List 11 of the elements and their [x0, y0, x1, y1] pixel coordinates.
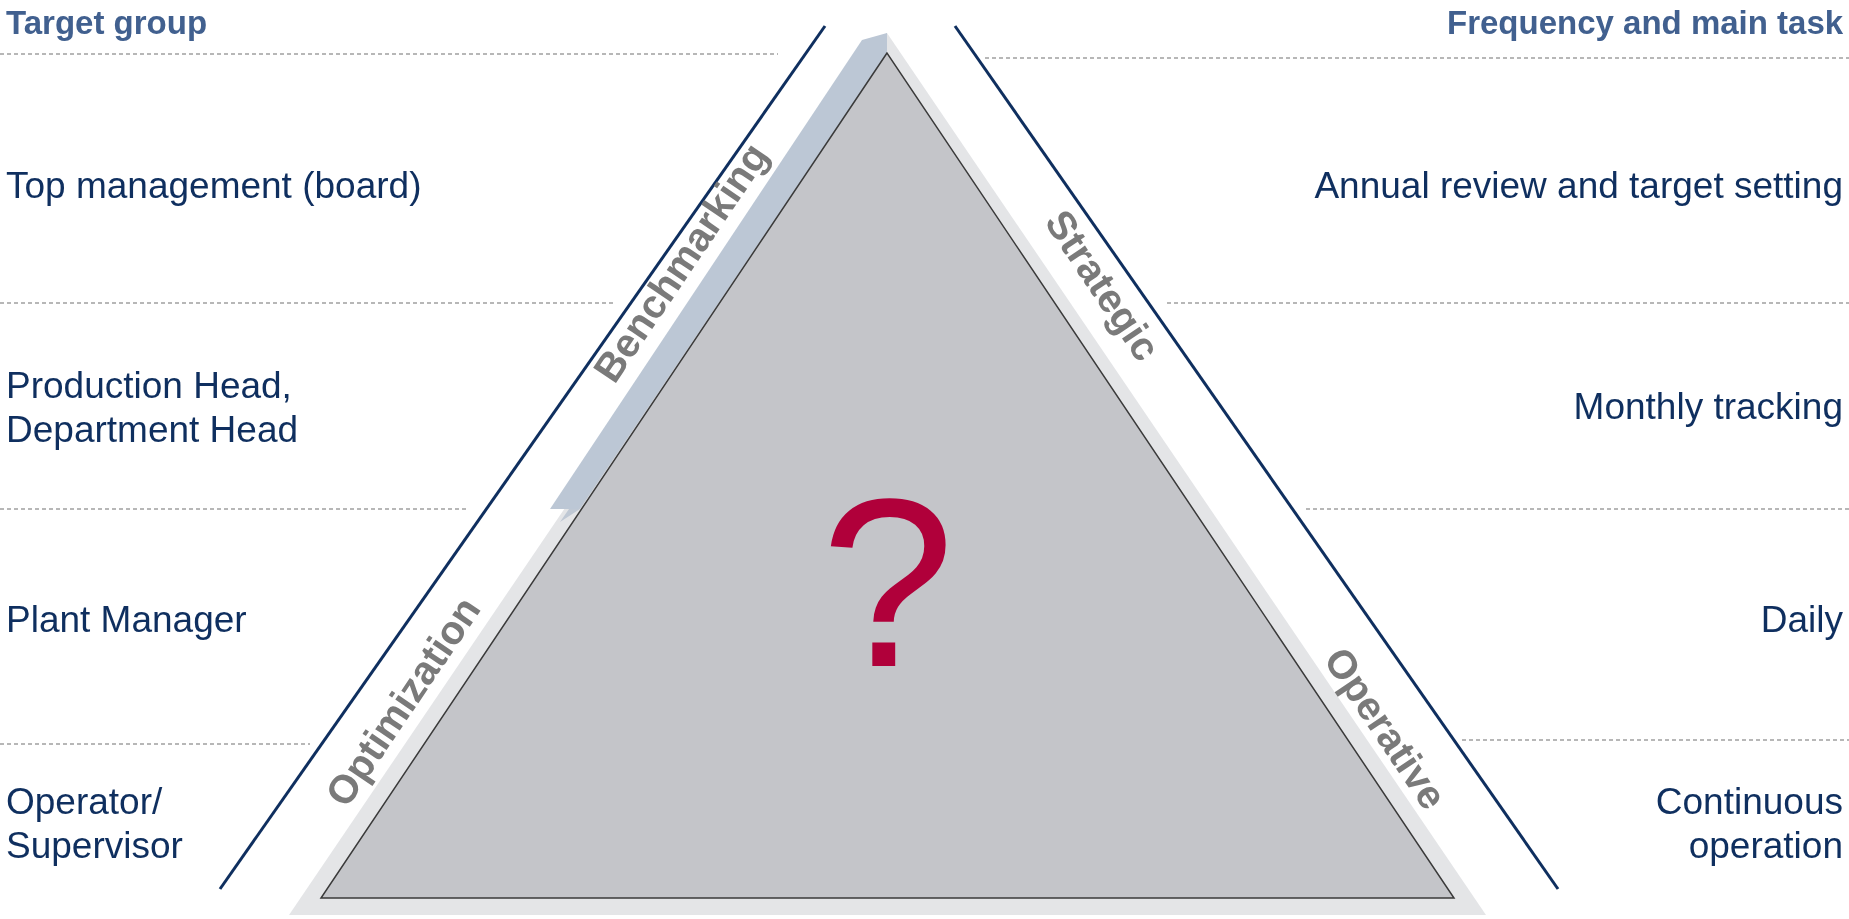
row-label: Production Head, Department Head	[6, 364, 300, 452]
column-heading: Frequency and main task	[1447, 4, 1844, 42]
row-label: Continuous operation	[1654, 780, 1843, 868]
row-label: Annual review and target setting	[1313, 164, 1843, 208]
row-label: Daily	[1759, 598, 1843, 642]
row-label: Operator/ Supervisor	[6, 780, 184, 868]
column-heading: Target group	[6, 4, 208, 42]
row-label: Top management (board)	[6, 164, 423, 208]
row-label: Monthly tracking	[1572, 385, 1843, 429]
row-label: Plant Manager	[6, 598, 248, 642]
question-mark: ?	[821, 453, 953, 713]
